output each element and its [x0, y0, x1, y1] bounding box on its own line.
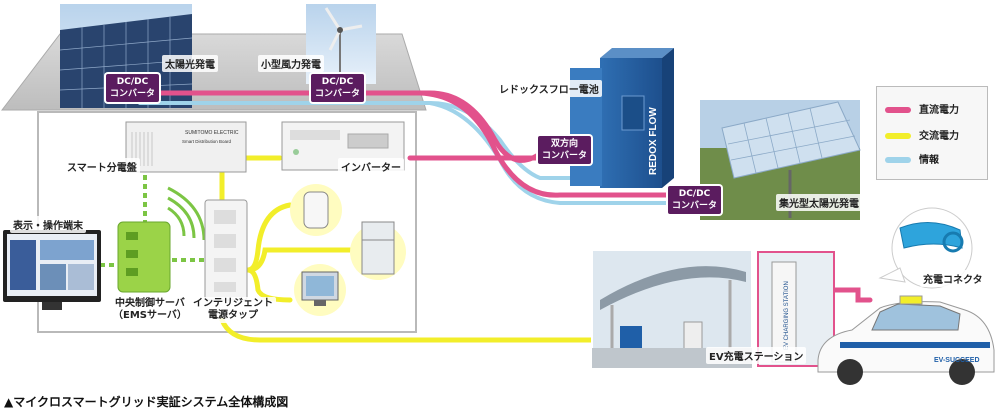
solar-label: 太陽光発電 — [162, 55, 218, 72]
wind-label: 小型風力発電 — [258, 55, 324, 72]
ev-station-label: EV充電ステーション — [706, 347, 807, 364]
smart-distribution-board: SUMITOMO ELECTRIC Smart Distribution Boa… — [125, 121, 247, 173]
dcdc-converter-concentrated: DC/DC コンバータ — [668, 186, 722, 214]
legend-info-swatch — [885, 157, 911, 163]
charging-connector-bubble — [878, 207, 973, 289]
appliances — [290, 184, 406, 316]
bidirectional-converter-line1: 双方向 — [551, 139, 579, 149]
legend-ac-label: 交流電力 — [919, 131, 959, 142]
inverter-label: インバーター — [338, 158, 404, 175]
panel-brand-text: SUMITOMO ELECTRIC — [185, 130, 239, 136]
redox-flow-battery: REDOX FLOW — [570, 48, 674, 188]
redox-battery-label: レドックスフロー電池 — [496, 80, 602, 97]
redox-flow-label: REDOX FLOW — [648, 107, 659, 175]
dcdc-converter-line1: DC/DC — [116, 77, 149, 87]
dcdc-converter-solar: DC/DC コンバータ — [106, 74, 160, 102]
legend-dc: 直流電力 — [885, 101, 959, 116]
dcdc-converter-line1: DC/DC — [678, 189, 711, 199]
legend-dc-swatch — [885, 107, 911, 113]
legend-info-label: 情報 — [919, 155, 939, 166]
connector-label: 充電コネクタ — [920, 270, 986, 287]
terminal-monitor — [3, 230, 101, 310]
car-brand-text: EV-SUCCEED — [934, 357, 980, 364]
legend-dc-label: 直流電力 — [919, 105, 959, 116]
ev-taxi-car: EV-SUCCEED — [817, 295, 995, 385]
dcdc-converter-line2: コンバータ — [315, 89, 361, 99]
bidirectional-converter-line2: コンバータ — [542, 151, 588, 161]
legend-ac-swatch — [885, 133, 911, 139]
ems-server-label-line2: （EMSサーバ） — [113, 310, 187, 321]
power-strip-label-line2: 電源タップ — [208, 310, 258, 321]
bidirectional-converter: 双方向 コンバータ — [538, 136, 592, 164]
power-strip-label-line1: インテリジェント — [193, 298, 273, 309]
terminal-label: 表示・操作端末 — [10, 216, 86, 233]
figure-caption: ▲マイクロスマートグリッド実証システム全体構成図 — [4, 395, 289, 409]
ems-server-label: 中央制御サーバ （EMSサーバ） — [110, 297, 190, 323]
dcdc-converter-line2: コンバータ — [672, 201, 718, 211]
legend-info: 情報 — [885, 151, 939, 166]
concentrated-solar-label: 集光型太陽光発電 — [776, 194, 862, 211]
info-green-links — [100, 175, 205, 267]
power-strip-label: インテリジェント 電源タップ — [190, 297, 276, 323]
dcdc-converter-wind: DC/DC コンバータ — [311, 74, 365, 102]
wind-turbine-photo — [306, 4, 376, 84]
legend-ac: 交流電力 — [885, 127, 959, 142]
ev-station-vertical-text: EV CHARGING STATION — [784, 281, 790, 350]
dcdc-converter-line1: DC/DC — [321, 77, 354, 87]
dc-lines — [132, 90, 873, 303]
legend: 直流電力 交流電力 情報 — [876, 86, 988, 180]
ems-server-box — [117, 221, 171, 293]
panel-name-text: Smart Distribution Board — [182, 139, 232, 144]
dcdc-converter-line2: コンバータ — [110, 89, 156, 99]
smart-panel-label: スマート分電盤 — [64, 158, 140, 175]
ems-server-label-line1: 中央制御サーバ — [114, 298, 185, 309]
wifi-icon — [167, 186, 206, 241]
intelligent-power-strip — [204, 199, 248, 301]
